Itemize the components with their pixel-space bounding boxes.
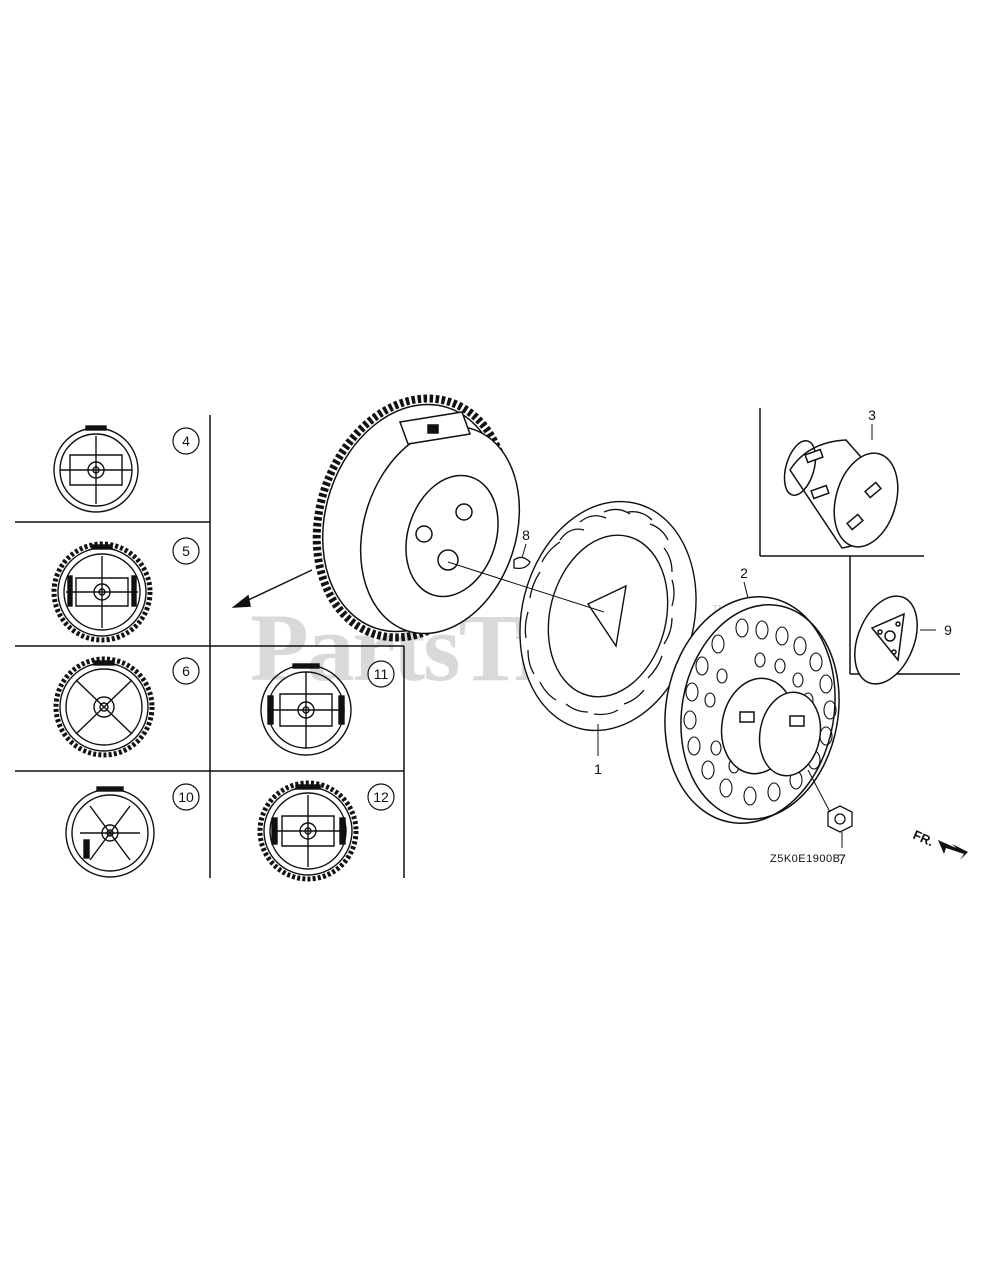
variant-rotor-5[interactable] <box>51 541 153 643</box>
svg-text:7: 7 <box>838 851 846 867</box>
variant-rotor-12[interactable] <box>257 780 359 882</box>
svg-text:6: 6 <box>182 663 190 679</box>
variant-rotor-11[interactable] <box>260 663 352 756</box>
callout-5[interactable]: 5 <box>172 537 200 565</box>
woodruff-key[interactable] <box>513 556 531 570</box>
callout-11[interactable]: 11 <box>367 660 395 688</box>
variant-grid <box>15 415 405 878</box>
svg-text:12: 12 <box>373 789 389 805</box>
variant-rotor-6[interactable] <box>53 656 155 758</box>
svg-text:8: 8 <box>522 527 530 543</box>
fan-cover-plate[interactable] <box>647 583 855 837</box>
svg-text:11: 11 <box>374 666 389 682</box>
cooling-fan[interactable] <box>447 483 720 750</box>
front-label: FR. <box>911 827 936 849</box>
front-direction-indicator: FR. <box>911 827 968 860</box>
front-arrow-icon <box>938 840 968 860</box>
flange-nut[interactable] <box>807 769 853 833</box>
callout-4[interactable]: 4 <box>172 427 200 455</box>
starter-pulley[interactable] <box>779 437 908 554</box>
svg-text:4: 4 <box>182 433 190 449</box>
diagram-code: Z5K0E1900B <box>770 853 840 865</box>
callout-8[interactable]: 8 <box>521 527 530 559</box>
callout-10[interactable]: 10 <box>172 783 200 811</box>
callout-6[interactable]: 6 <box>172 657 200 685</box>
variant-rotor-10[interactable] <box>65 786 155 878</box>
callout-1[interactable]: 1 <box>594 724 602 777</box>
assembly-direction-arrow <box>231 569 313 608</box>
flywheel[interactable] <box>287 374 545 663</box>
callout-7[interactable]: 7 <box>838 832 846 867</box>
callout-12[interactable]: 12 <box>367 783 395 811</box>
variant-rotor-4[interactable] <box>53 425 139 513</box>
svg-text:5: 5 <box>182 543 190 559</box>
starter-plate[interactable] <box>843 587 929 693</box>
svg-text:3: 3 <box>868 407 876 423</box>
svg-text:9: 9 <box>944 622 952 638</box>
callout-3[interactable]: 3 <box>868 407 876 440</box>
svg-text:10: 10 <box>178 789 194 805</box>
callout-9[interactable]: 9 <box>920 622 952 638</box>
callout-2[interactable]: 2 <box>740 565 749 599</box>
svg-text:2: 2 <box>740 565 748 581</box>
svg-text:1: 1 <box>594 761 602 777</box>
